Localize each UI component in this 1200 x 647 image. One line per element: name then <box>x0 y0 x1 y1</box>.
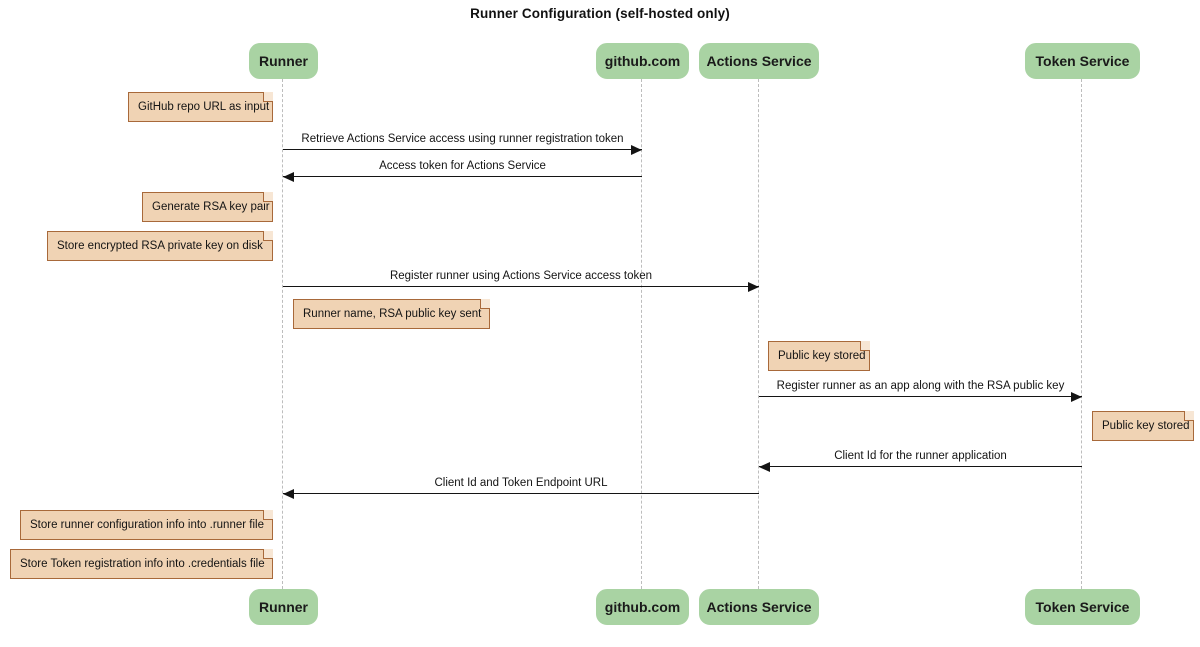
msg-register-runner-using-access-token-label: Register runner using Actions Service ac… <box>389 270 653 282</box>
note-store-runner-configuration: Store runner configuration info into .ru… <box>20 510 273 540</box>
msg-register-runner-as-an-app-arrowhead <box>1071 391 1082 402</box>
page-title: Runner Configuration (self-hosted only) <box>470 6 730 21</box>
note-fold-corner-icon <box>860 341 870 351</box>
note-fold-corner-icon <box>263 231 273 241</box>
msg-register-runner-using-access-token-arrowhead <box>748 281 759 292</box>
msg-retrieve-actions-service-access-line <box>283 149 642 150</box>
msg-register-runner-using-access-token-line <box>283 286 759 287</box>
note-fold-corner-icon <box>1184 411 1194 421</box>
note-runner-name-rsa-public-key-sent: Runner name, RSA public key sent <box>293 299 490 329</box>
participant-runner-bottom[interactable]: Runner <box>249 589 318 625</box>
participant-github-bottom[interactable]: github.com <box>596 589 689 625</box>
note-github-repo-url-text: GitHub repo URL as input <box>138 101 270 113</box>
note-store-runner-configuration-text: Store runner configuration info into .ru… <box>30 519 264 531</box>
lifeline-actions <box>758 79 760 589</box>
msg-client-id-for-runner-application-label: Client Id for the runner application <box>834 450 1007 462</box>
participant-github-top[interactable]: github.com <box>596 43 689 79</box>
msg-access-token-for-actions-service-line <box>283 176 642 177</box>
msg-client-id-for-runner-application-arrowhead <box>759 461 770 472</box>
msg-client-id-and-token-endpoint-url-line <box>283 493 759 494</box>
note-github-repo-url: GitHub repo URL as input <box>128 92 273 122</box>
note-public-key-stored-token-text: Public key stored <box>1102 420 1190 432</box>
msg-client-id-for-runner-application-line <box>759 466 1082 467</box>
participant-token-bottom[interactable]: Token Service <box>1025 589 1140 625</box>
note-fold-corner-icon <box>263 192 273 202</box>
note-generate-rsa-key-pair-text: Generate RSA key pair <box>152 201 270 213</box>
msg-client-id-and-token-endpoint-url-label: Client Id and Token Endpoint URL <box>434 477 608 489</box>
note-runner-name-rsa-public-key-sent-text: Runner name, RSA public key sent <box>303 308 482 320</box>
lifeline-runner <box>282 79 284 589</box>
participant-actions-top[interactable]: Actions Service <box>699 43 819 79</box>
msg-access-token-for-actions-service-label: Access token for Actions Service <box>379 160 546 172</box>
note-generate-rsa-key-pair: Generate RSA key pair <box>142 192 273 222</box>
msg-register-runner-as-an-app-line <box>759 396 1082 397</box>
note-public-key-stored-actions: Public key stored <box>768 341 870 371</box>
note-fold-corner-icon <box>263 92 273 102</box>
msg-client-id-and-token-endpoint-url-arrowhead <box>283 488 294 499</box>
note-store-token-registration-text: Store Token registration info into .cred… <box>20 558 265 570</box>
participant-runner-top[interactable]: Runner <box>249 43 318 79</box>
msg-register-runner-as-an-app-label: Register runner as an app along with the… <box>776 380 1065 392</box>
note-fold-corner-icon <box>480 299 490 309</box>
participant-actions-bottom[interactable]: Actions Service <box>699 589 819 625</box>
lifeline-token <box>1081 79 1083 589</box>
note-public-key-stored-actions-text: Public key stored <box>778 350 866 362</box>
lifeline-github <box>641 79 643 589</box>
note-store-token-registration: Store Token registration info into .cred… <box>10 549 273 579</box>
note-store-encrypted-rsa-private-key-text: Store encrypted RSA private key on disk <box>57 240 263 252</box>
note-store-encrypted-rsa-private-key: Store encrypted RSA private key on disk <box>47 231 273 261</box>
note-fold-corner-icon <box>263 510 273 520</box>
note-public-key-stored-token: Public key stored <box>1092 411 1194 441</box>
note-fold-corner-icon <box>263 549 273 559</box>
msg-retrieve-actions-service-access-label: Retrieve Actions Service access using ru… <box>301 133 624 145</box>
msg-retrieve-actions-service-access-arrowhead <box>631 144 642 155</box>
msg-access-token-for-actions-service-arrowhead <box>283 171 294 182</box>
participant-token-top[interactable]: Token Service <box>1025 43 1140 79</box>
